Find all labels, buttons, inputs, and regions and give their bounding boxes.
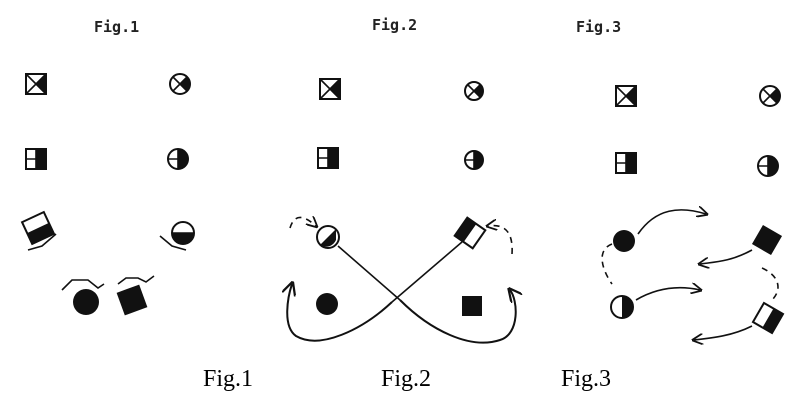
circle-cross-symbol: [464, 81, 484, 101]
solid-circle-symbol: [316, 293, 338, 315]
half-square-symbol-lower: [751, 301, 785, 335]
loop-arrow-right: [399, 290, 516, 344]
dashed-curve-right: [761, 267, 779, 301]
arrow-half-square-to-left: [694, 325, 753, 340]
figure-3-handwritten-label: Fig.3: [576, 18, 621, 36]
half-circle-dancer: [316, 225, 340, 249]
solid-square-symbol: [462, 296, 482, 316]
dashed-arrow-left: [289, 217, 316, 228]
dashed-arrow-right: [488, 226, 513, 255]
figure-1-lines-bottom: [117, 275, 155, 285]
figure-1: Fig.1: [20, 18, 195, 316]
square-cross-symbol: [25, 73, 47, 95]
square-half-symbol: [615, 152, 637, 174]
square-half-symbol: [25, 148, 47, 170]
figure-1-lines-right: [159, 235, 187, 251]
figure-1-lines-left: [27, 233, 57, 251]
loop-arrow-left: [287, 284, 393, 342]
circle-cross-symbol: [169, 73, 191, 95]
arrow-half-circle-to-right: [635, 288, 700, 301]
solid-square-symbol: [751, 224, 783, 256]
figure-2: Fig.2: [287, 16, 516, 344]
figure-1-handwritten-label: Fig.1: [94, 18, 139, 36]
square-half-symbol: [317, 147, 339, 169]
figure-2-handwritten-label: Fig.2: [372, 16, 417, 34]
figure-3-caption: Fig.3: [561, 366, 612, 392]
arrow-circle-to-right: [637, 210, 706, 235]
solid-square-symbol: [116, 284, 148, 316]
arrow-square-to-left: [700, 249, 753, 264]
solid-circle-symbol: [613, 230, 635, 252]
circle-cross-symbol: [759, 85, 781, 107]
circle-half-symbol: [464, 150, 484, 170]
figure-3: Fig.3: [576, 18, 785, 340]
figure-1-caption: Fig.1: [203, 366, 254, 392]
crossing-line-left: [337, 245, 401, 301]
crossing-line-right: [391, 241, 463, 303]
half-circle-symbol-lower: [610, 295, 634, 319]
circle-half-symbol: [167, 148, 189, 170]
rotated-circle-symbol: [171, 221, 195, 245]
solid-circle-symbol: [61, 279, 105, 315]
dashed-curve-left: [601, 243, 613, 285]
circle-half-symbol: [757, 155, 779, 177]
square-cross-symbol: [319, 78, 341, 100]
rotated-square-symbol: [20, 210, 56, 246]
figure-2-caption: Fig.2: [381, 366, 432, 392]
square-cross-symbol: [615, 85, 637, 107]
half-square-dancer: [453, 216, 487, 250]
